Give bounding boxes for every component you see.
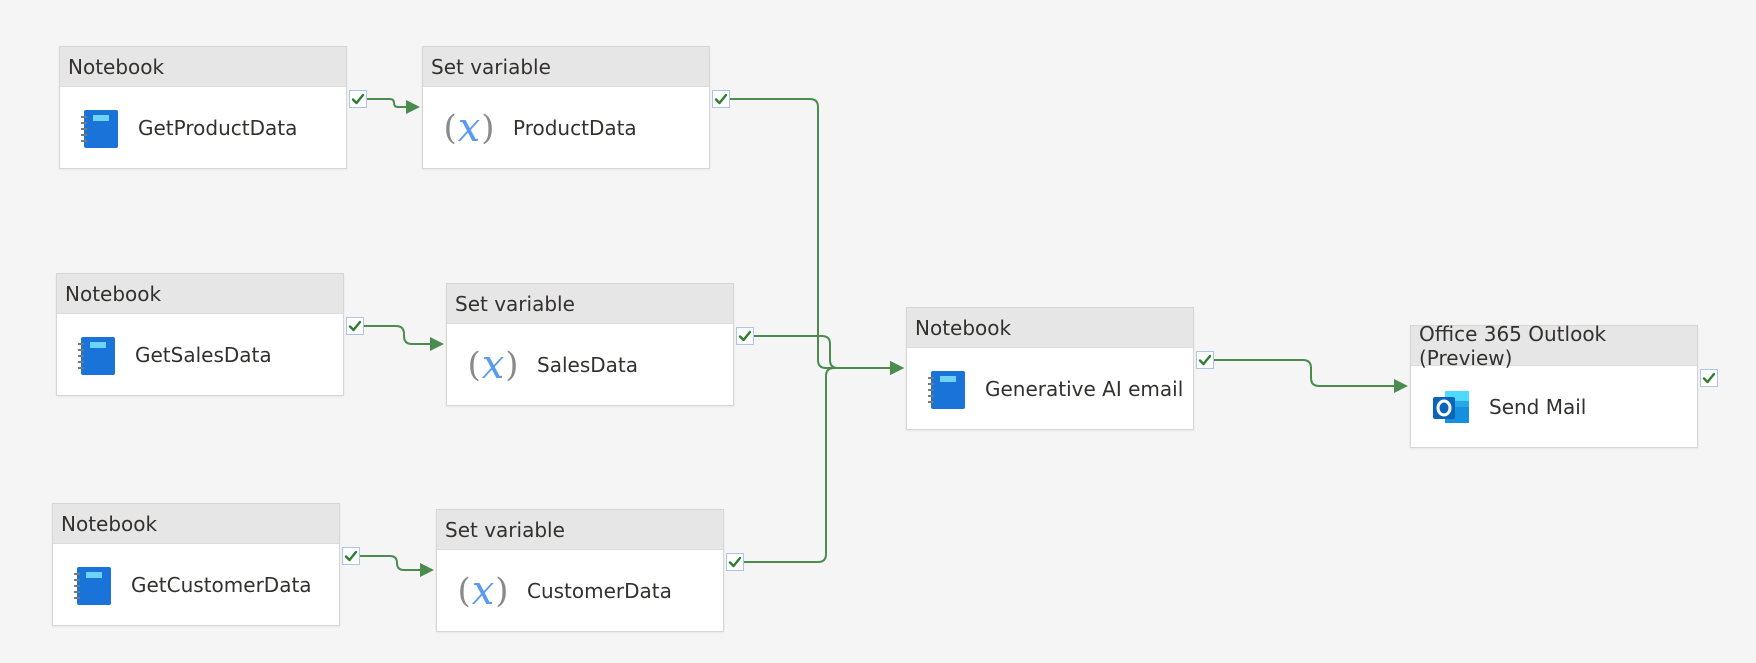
connector-arrowhead (890, 361, 904, 375)
activity-body: Send Mail (1411, 366, 1697, 447)
activity-body: GetProductData (60, 87, 346, 168)
activity-name: ProductData (513, 115, 637, 140)
connector-arrowhead (890, 361, 904, 375)
activity-send-mail[interactable]: Office 365 Outlook (Preview) Send Mail (1410, 322, 1698, 448)
connector-set-product-data-to-generative-ai-email[interactable] (730, 98, 890, 369)
notebook-icon (927, 367, 967, 411)
activity-name: GetCustomerData (131, 572, 312, 597)
notebook-icon (73, 563, 113, 607)
success-output-handle[interactable] (346, 317, 364, 335)
activity-body: GetCustomerData (53, 544, 339, 625)
connector-arrowhead (430, 337, 444, 351)
variable-icon: (x) (443, 104, 495, 151)
success-output-handle[interactable] (1196, 351, 1214, 369)
activity-type: Office 365 Outlook (Preview) (1411, 322, 1697, 370)
connector-set-customer-data-to-generative-ai-email[interactable] (744, 367, 890, 563)
notebook-icon (80, 106, 120, 150)
success-output-handle[interactable] (726, 553, 744, 571)
connector-generative-ai-email-to-send-mail[interactable] (1214, 359, 1394, 387)
success-output-handle[interactable] (342, 547, 360, 565)
connector-set-sales-data-to-generative-ai-email[interactable] (754, 335, 890, 369)
activity-set-product-data[interactable]: Set variable (x) ProductData (422, 46, 710, 169)
success-output-handle[interactable] (1700, 369, 1718, 387)
connector-arrowhead (890, 361, 904, 375)
activity-type: Notebook (60, 47, 346, 87)
connector-arrowhead (420, 563, 434, 577)
connector-get-product-data-to-set-product-data[interactable] (367, 98, 406, 108)
activity-body: Generative AI email (907, 348, 1193, 429)
activity-set-sales-data[interactable]: Set variable (x) SalesData (446, 283, 734, 406)
connector-get-sales-data-to-set-sales-data[interactable] (364, 325, 430, 345)
connector-arrowhead (406, 100, 420, 114)
activity-type: Set variable (423, 47, 709, 87)
success-output-handle[interactable] (349, 90, 367, 108)
activity-name: SalesData (537, 352, 638, 377)
activity-name: CustomerData (527, 578, 672, 603)
success-output-handle[interactable] (736, 327, 754, 345)
notebook-icon (77, 333, 117, 377)
outlook-icon (1431, 385, 1471, 429)
activity-name: GetProductData (138, 115, 298, 140)
variable-icon: (x) (457, 567, 509, 614)
variable-icon: (x) (467, 341, 519, 388)
connector-arrowhead (1394, 379, 1408, 393)
activity-type: Notebook (53, 504, 339, 544)
activity-set-customer-data[interactable]: Set variable (x) CustomerData (436, 509, 724, 632)
activity-type: Notebook (57, 274, 343, 314)
activity-body: (x) ProductData (423, 87, 709, 168)
activity-name: Generative AI email (985, 376, 1184, 401)
success-output-handle[interactable] (712, 90, 730, 108)
activity-name: Send Mail (1489, 394, 1587, 419)
activity-name: GetSalesData (135, 342, 272, 367)
activity-body: (x) CustomerData (437, 550, 723, 631)
activity-type: Set variable (437, 510, 723, 550)
activity-body: (x) SalesData (447, 324, 733, 405)
activity-body: GetSalesData (57, 314, 343, 395)
activity-type: Notebook (907, 308, 1193, 348)
connector-get-customer-data-to-set-customer-data[interactable] (360, 555, 420, 571)
activity-type: Set variable (447, 284, 733, 324)
